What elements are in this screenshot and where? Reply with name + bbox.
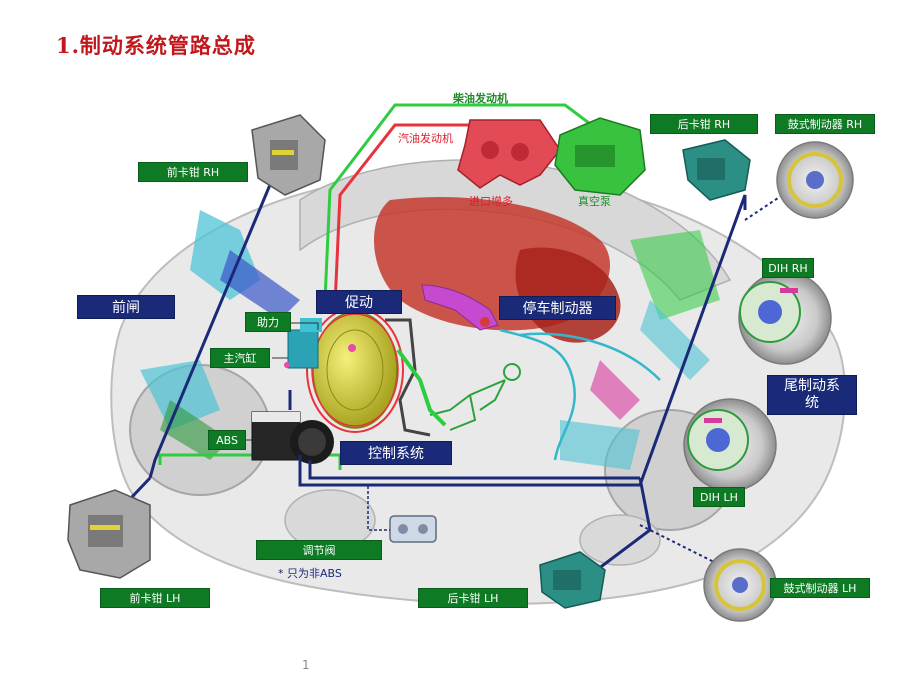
driver-figure <box>429 363 521 431</box>
front-caliper-lh-label: 前卡钳 LH <box>100 588 210 608</box>
rear-brake-system-label: 尾制动系统 <box>767 375 857 415</box>
control-system-label: 控制系统 <box>340 441 452 465</box>
abs-module-part <box>251 411 334 464</box>
disc-brake-dih-lh-part <box>683 398 777 492</box>
brake-lines <box>108 179 747 577</box>
regulating-valve-part <box>389 515 437 543</box>
page-title: 1.制动系统管路总成 <box>56 33 256 58</box>
front-caliper-rh-part <box>251 114 326 196</box>
parking-brake-lever <box>421 284 499 331</box>
master-cylinder-part <box>284 318 322 369</box>
rear-caliper-rh-part <box>682 139 751 201</box>
brake-pedal <box>396 348 447 427</box>
gasoline-engine-label: 汽油发动机 <box>398 132 453 145</box>
rear-suspension <box>560 230 720 470</box>
diesel-vacuum-line <box>323 103 606 301</box>
drum-brake-leader-lines <box>639 189 791 566</box>
front-brake-label: 前闸 <box>77 295 175 319</box>
gasoline-vacuum-line <box>333 123 470 306</box>
drum-brake-rh-part <box>776 141 854 219</box>
page-number: 1 <box>302 658 310 672</box>
abs-label: ABS <box>208 430 246 450</box>
rear-caliper-lh-part <box>539 551 606 609</box>
intake-manifold-part <box>457 119 561 189</box>
diesel-engine-label: 柴油发动机 <box>453 92 508 105</box>
booster-label: 助力 <box>245 312 291 332</box>
parking-brake-cable <box>499 328 661 461</box>
drum-brake-lh-part <box>703 548 777 622</box>
regulating-valve-label: 调节阀 <box>256 540 382 560</box>
front-suspension <box>140 210 300 460</box>
dih-rh-label: DIH RH <box>762 258 814 278</box>
disc-brake-dih-rh-part <box>738 271 832 365</box>
dih-lh-label: DIH LH <box>693 487 745 507</box>
vacuum-pump-part <box>554 117 646 196</box>
drum-brake-rh-label: 鼓式制动器 RH <box>775 114 875 134</box>
front-caliper-lh-part <box>67 489 151 579</box>
brake-pedal-linkage <box>385 318 431 437</box>
rear-caliper-lh-label: 后卡钳 LH <box>418 588 528 608</box>
booster-actuator-label: 促动 <box>316 290 402 314</box>
parking-brake-label: 停车制动器 <box>499 296 616 320</box>
non-abs-note: * 只为非ABS <box>278 567 342 580</box>
front-caliper-rh-label: 前卡钳 RH <box>138 162 248 182</box>
label-leader-lines <box>245 322 319 441</box>
vacuum-pump-label: 真空泵 <box>578 195 611 208</box>
rear-caliper-rh-label: 后卡钳 RH <box>650 114 758 134</box>
master-cylinder-label: 主汽缸 <box>210 348 270 368</box>
intake-manifold-label: 进口增多 <box>469 195 513 208</box>
drum-brake-lh-label: 鼓式制动器 LH <box>770 578 870 598</box>
